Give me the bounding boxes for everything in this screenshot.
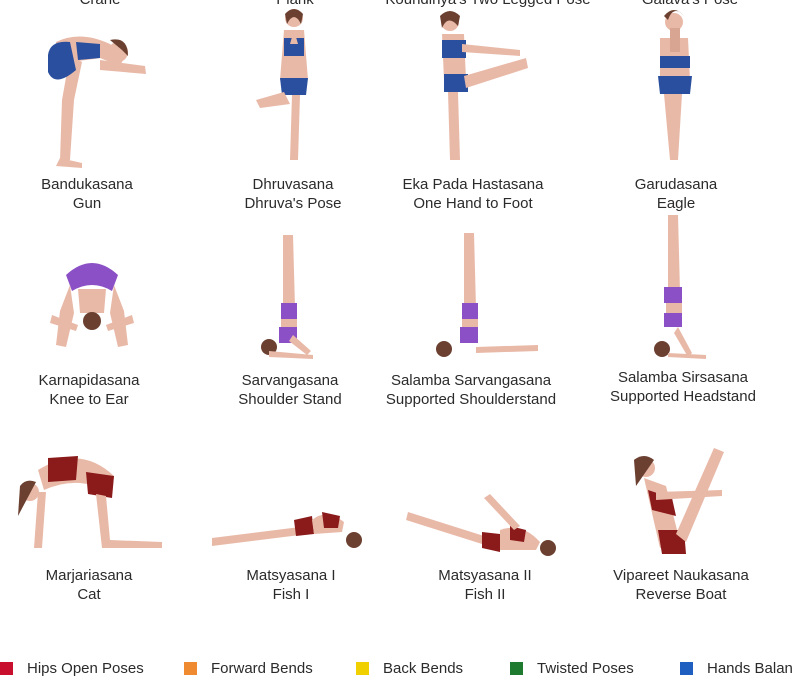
- legend: Hips Open Poses Forward Bends Back Bends…: [0, 660, 794, 684]
- pose-caption: Matsyasana I Fish I: [196, 566, 386, 604]
- legend-label: Forward Bends: [211, 660, 313, 677]
- pose-sanskrit-name: Vipareet Naukasana: [613, 567, 749, 584]
- pose-english-name: Dhruva's Pose: [244, 195, 342, 212]
- legend-label: Hips Open Poses: [27, 660, 144, 677]
- pose-english-name: Knee to Ear: [49, 391, 129, 408]
- pose-english-name: Fish I: [272, 586, 310, 603]
- pose-english-name: Eagle: [656, 195, 696, 212]
- pose-caption: Dhruvasana Dhruva's Pose: [198, 175, 388, 213]
- legend-label: Back Bends: [383, 660, 464, 677]
- legend-item-twisted-poses: Twisted Poses: [510, 660, 634, 677]
- pose-english-name: Shoulder Stand: [238, 391, 342, 408]
- pose-sanskrit-name: Marjariasana: [45, 567, 133, 584]
- yoga-figure-dhruvasana: [256, 9, 308, 160]
- pose-sanskrit-name: Salamba Sirsasana: [617, 369, 749, 386]
- pose-english-name: Gun: [72, 195, 102, 212]
- pose-english-name: One Hand to Foot: [413, 195, 533, 212]
- pose-english-name: Supported Shoulderstand: [385, 391, 557, 408]
- pose-sanskrit-name: Matsyasana I: [246, 567, 336, 584]
- legend-swatch: [184, 662, 197, 675]
- yoga-figure-vipareet-naukasana: [634, 448, 724, 554]
- yoga-figure-garudasana: [658, 10, 692, 160]
- pose-sanskrit-name: Bandukasana: [41, 176, 133, 193]
- pose-caption: Garudasana Eagle: [581, 175, 771, 213]
- pose-caption: Salamba Sarvangasana Supported Shoulders…: [376, 371, 566, 409]
- legend-swatch: [510, 662, 523, 675]
- pose-english-name: Fish II: [464, 586, 506, 603]
- pose-caption: Eka Pada Hastasana One Hand to Foot: [378, 175, 568, 213]
- pose-caption: Marjariasana Cat: [0, 566, 184, 604]
- cut-label-koundinya: Koundinya's Two Legged Pose: [378, 0, 598, 8]
- pose-sanskrit-name: Karnapidasana: [38, 372, 140, 389]
- yoga-figure-karnapidasana: [50, 263, 134, 347]
- yoga-figure-matsyasana-i: [212, 512, 362, 548]
- pose-caption: Matsyasana II Fish II: [390, 566, 580, 604]
- legend-swatch: [680, 662, 693, 675]
- pose-english-name: Reverse Boat: [635, 586, 727, 603]
- yoga-figure-bandukasana: [48, 36, 146, 168]
- yoga-figure-salamba-sarvangasana: [436, 233, 538, 357]
- legend-label: Twisted Poses: [537, 660, 634, 677]
- pose-caption: Vipareet Naukasana Reverse Boat: [586, 566, 776, 604]
- yoga-figure-marjariasana: [18, 456, 162, 548]
- legend-swatch: [0, 662, 13, 675]
- legend-item-forward-bends: Forward Bends: [184, 660, 313, 677]
- pose-english-name: Cat: [77, 586, 101, 603]
- pose-caption: Karnapidasana Knee to Ear: [0, 371, 184, 409]
- pose-english-name: Supported Headstand: [610, 388, 756, 405]
- yoga-figure-salamba-sirsasana: [654, 215, 706, 359]
- pose-caption: Salamba Sirsasana Supported Headstand: [588, 368, 778, 406]
- pose-sanskrit-name: Sarvangasana: [241, 372, 339, 389]
- pose-sanskrit-name: Salamba Sarvangasana: [390, 372, 552, 389]
- pose-caption: Bandukasana Gun: [0, 175, 182, 213]
- cut-label-galava: Galava's Pose: [620, 0, 760, 8]
- cut-label-plank: Plank: [250, 0, 340, 8]
- legend-item-hands-balance: Hands Balan: [680, 660, 793, 677]
- pose-sanskrit-name: Garudasana: [634, 176, 718, 193]
- yoga-figure-matsyasana-ii: [406, 494, 556, 556]
- yoga-figure-eka-pada-hastasana: [440, 11, 528, 160]
- pose-caption: Sarvangasana Shoulder Stand: [195, 371, 385, 409]
- yoga-figure-sarvangasana: [261, 235, 313, 359]
- legend-swatch: [356, 662, 369, 675]
- pose-sanskrit-name: Dhruvasana: [252, 176, 334, 193]
- pose-sanskrit-name: Eka Pada Hastasana: [402, 176, 544, 193]
- legend-label: Hands Balan: [707, 660, 793, 677]
- legend-item-back-bends: Back Bends: [356, 660, 463, 677]
- pose-sanskrit-name: Matsyasana II: [438, 567, 532, 584]
- cut-label-crane: Crane: [55, 0, 145, 8]
- legend-item-hips-open: Hips Open Poses: [0, 660, 144, 677]
